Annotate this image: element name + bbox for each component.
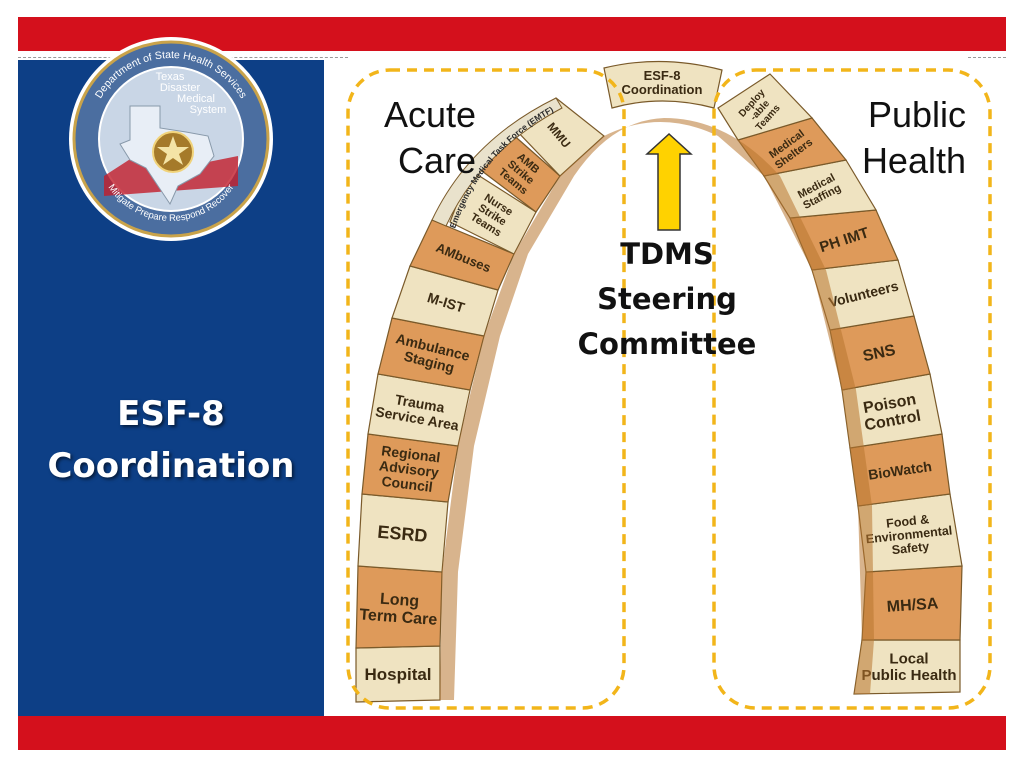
left-block: AMbuses bbox=[409, 219, 515, 291]
keystone-text-line: ESF-8 bbox=[644, 68, 681, 83]
tdms-line2: Steering bbox=[597, 282, 737, 316]
left-block: M-IST bbox=[391, 265, 499, 337]
tdms-line1: TDMS bbox=[620, 237, 714, 271]
acute-care-dashed-box bbox=[346, 68, 626, 710]
svg-text:RegionalAdvisoryCouncil: RegionalAdvisoryCouncil bbox=[376, 442, 441, 495]
left-block: ESRD bbox=[357, 493, 449, 573]
right-block: Volunteers bbox=[811, 259, 915, 331]
left-block-text-line: Regional bbox=[381, 442, 442, 465]
left-block: LongTerm Care bbox=[355, 565, 443, 649]
up-arrow-icon bbox=[645, 132, 693, 231]
right-block: Deploy-ableTeams bbox=[717, 73, 814, 141]
right-block-text-line: Food & bbox=[885, 512, 929, 530]
seal-center-line: Texas bbox=[156, 71, 185, 83]
seal-center-line: System bbox=[190, 104, 227, 116]
svg-text:Hospital: Hospital bbox=[364, 665, 431, 684]
svg-text:SNS: SNS bbox=[861, 342, 897, 366]
seal-center-line: Disaster bbox=[160, 82, 201, 94]
svg-text:MH/SA: MH/SA bbox=[886, 595, 939, 616]
public-health-caption: Public Health bbox=[846, 92, 966, 184]
right-block: PoisonControl bbox=[841, 373, 943, 449]
left-block: AmbulanceStaging bbox=[377, 317, 485, 391]
right-block-text-line: Public Health bbox=[861, 667, 956, 684]
seal-center-line: Medical bbox=[177, 93, 215, 105]
right-block-text-line: Local bbox=[889, 651, 928, 668]
svg-text:ESRD: ESRD bbox=[377, 522, 429, 546]
left-block-text-line: Council bbox=[381, 473, 434, 495]
left-block: RegionalAdvisoryCouncil bbox=[361, 433, 459, 503]
left-block-text-line: ESRD bbox=[377, 522, 429, 546]
right-block-text-line: MH/SA bbox=[886, 595, 939, 616]
right-block-text-line: Safety bbox=[891, 539, 930, 557]
public-health-line2: Health bbox=[861, 140, 966, 181]
left-block-text-line: Hospital bbox=[364, 665, 431, 684]
left-block: Hospital bbox=[355, 645, 441, 703]
tdms-steering-committee-caption: TDMS Steering Committee bbox=[554, 232, 780, 367]
public-health-line1: Public bbox=[867, 94, 966, 135]
left-block: TraumaService Area bbox=[367, 373, 471, 447]
acute-care-caption: Acute Care bbox=[360, 92, 476, 184]
slide-title: ESF-8 Coordination bbox=[18, 388, 324, 492]
public-health-dashed-box bbox=[712, 68, 992, 710]
right-block: MH/SA bbox=[861, 565, 963, 641]
left-block-text-line: Advisory bbox=[378, 457, 440, 480]
left-block-text-line: Term Care bbox=[359, 606, 438, 628]
right-block: Food &EnvironmentalSafety bbox=[857, 493, 963, 573]
slide-title-line1: ESF-8 bbox=[117, 394, 225, 434]
right-block-text-line: SNS bbox=[861, 342, 897, 366]
acute-care-line2: Care bbox=[397, 140, 476, 181]
acute-care-line1: Acute bbox=[383, 94, 476, 135]
svg-text:LongTerm Care: LongTerm Care bbox=[359, 589, 439, 629]
keystone-text-line: Coordination bbox=[622, 82, 703, 97]
slide-title-line2: Coordination bbox=[47, 446, 295, 486]
top-dashed-line-right bbox=[968, 57, 1006, 58]
star-icon bbox=[157, 136, 189, 165]
tdms-seal-logo: Department of State Health Services Miti… bbox=[69, 37, 273, 241]
right-block: BioWatch bbox=[849, 433, 951, 507]
left-block-text-line: Long bbox=[379, 591, 419, 611]
bottom-red-bar bbox=[18, 716, 1006, 750]
tdms-line3: Committee bbox=[577, 327, 757, 361]
